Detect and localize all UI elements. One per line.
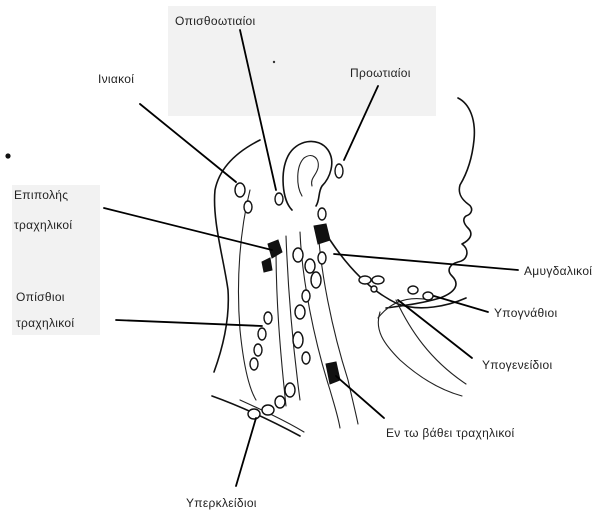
node-posterior-1 [264, 312, 272, 324]
node-tonsillar-2 [372, 276, 384, 284]
node-deep-6 [295, 305, 305, 319]
node-occipital-1 [235, 183, 245, 197]
label-supraclavicular: Υπερκλείδιοι [186, 496, 257, 510]
node-deep-5 [302, 290, 310, 302]
node-black-lower-deep [326, 362, 340, 384]
leader-superficial-cervical [104, 208, 272, 250]
node-deep-4 [311, 272, 321, 288]
leader-supraclavicular [236, 418, 256, 486]
node-posterior-3 [254, 344, 262, 356]
throat-line [378, 312, 462, 396]
face-profile [386, 98, 474, 308]
back-of-head [214, 140, 260, 372]
label-superficial-cervical: Επιπολής τραχηλικοί [14, 180, 94, 240]
label-occipital: Ινιακοί [98, 72, 134, 86]
node-supraclavicular-2 [248, 409, 260, 419]
node-deep-7 [293, 332, 303, 348]
label-tonsillar: Αμυγδαλικοί [524, 264, 592, 278]
node-supraclavicular-1 [262, 405, 274, 415]
label-posterior-auricular: Οπισθοωτιαίοι [175, 14, 255, 28]
leader-posterior-cervical [116, 320, 262, 326]
node-submandibular-2 [423, 292, 433, 300]
ear [283, 141, 332, 210]
node-parotid [318, 208, 326, 220]
node-deep-1 [293, 248, 303, 262]
node-posterior-auricular [275, 193, 283, 205]
node-black-posterior [262, 258, 272, 272]
leader-submandibular [434, 296, 488, 312]
label-posterior-cervical: Οπίσθιοι τραχηλικοί [16, 284, 116, 336]
node-submental [371, 286, 377, 292]
node-posterior-2 [258, 328, 266, 340]
label-submandibular: Υπογνάθιοι [494, 306, 557, 320]
node-submandibular-1 [408, 286, 418, 294]
throat-line-2 [396, 300, 466, 384]
node-deep-2 [305, 259, 315, 273]
leader-submental [398, 300, 472, 358]
node-posterior-4 [250, 358, 258, 370]
node-tonsillar-1 [359, 276, 371, 284]
ear-inner [298, 156, 319, 196]
node-preauricular [335, 164, 343, 178]
label-deep-cervical: Εν τω βάθει τραχηλικοί [386, 426, 514, 440]
node-lower-1 [285, 383, 295, 397]
jaw-line [330, 240, 466, 308]
node-deep-3 [318, 252, 326, 264]
stray-dot-top [273, 61, 275, 63]
leader-tonsillar [334, 254, 518, 270]
label-submental: Υπογενείδιοι [482, 358, 552, 372]
stray-dot [5, 153, 10, 158]
leader-deep-cervical [336, 376, 384, 418]
node-lower-2 [275, 396, 285, 408]
label-preauricular: Προωτιαίοι [350, 66, 411, 80]
node-deep-8 [302, 352, 310, 364]
node-black-angle [314, 224, 330, 244]
node-occipital-2 [244, 201, 252, 213]
